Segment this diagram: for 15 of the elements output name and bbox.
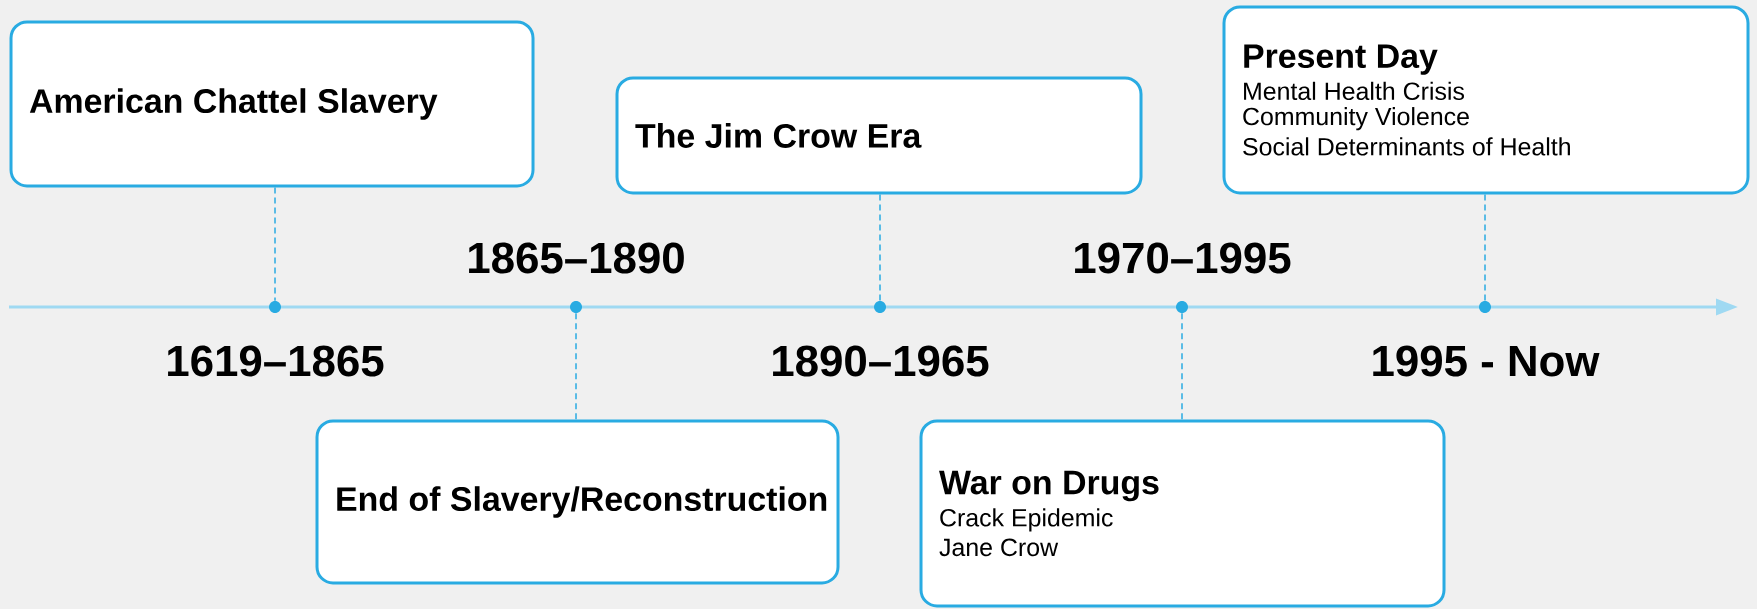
leader-line [274, 186, 276, 302]
event-box: The Jim Crow Era [615, 76, 1143, 195]
leader-line [1484, 193, 1486, 302]
date-label: 1970–1995 [1075, 242, 1291, 274]
event-box: American Chattel Slavery [9, 20, 535, 188]
event-box: War on Drugs Crack Epidemic Jane Crow [919, 419, 1446, 608]
event-box: End of Slavery/Reconstruction [315, 419, 840, 585]
leader-line [1181, 312, 1183, 421]
date-label: 1619–1865 [168, 345, 384, 377]
leader-line [879, 193, 881, 302]
date-label: 1995 - Now [1373, 345, 1600, 377]
date-label: 1890–1965 [773, 345, 989, 377]
date-label: 1865–1890 [469, 242, 684, 274]
event-box: Present Day Mental Health Crisis Community Violence Social Determinants of Health [1222, 5, 1750, 195]
leader-line [575, 312, 577, 421]
